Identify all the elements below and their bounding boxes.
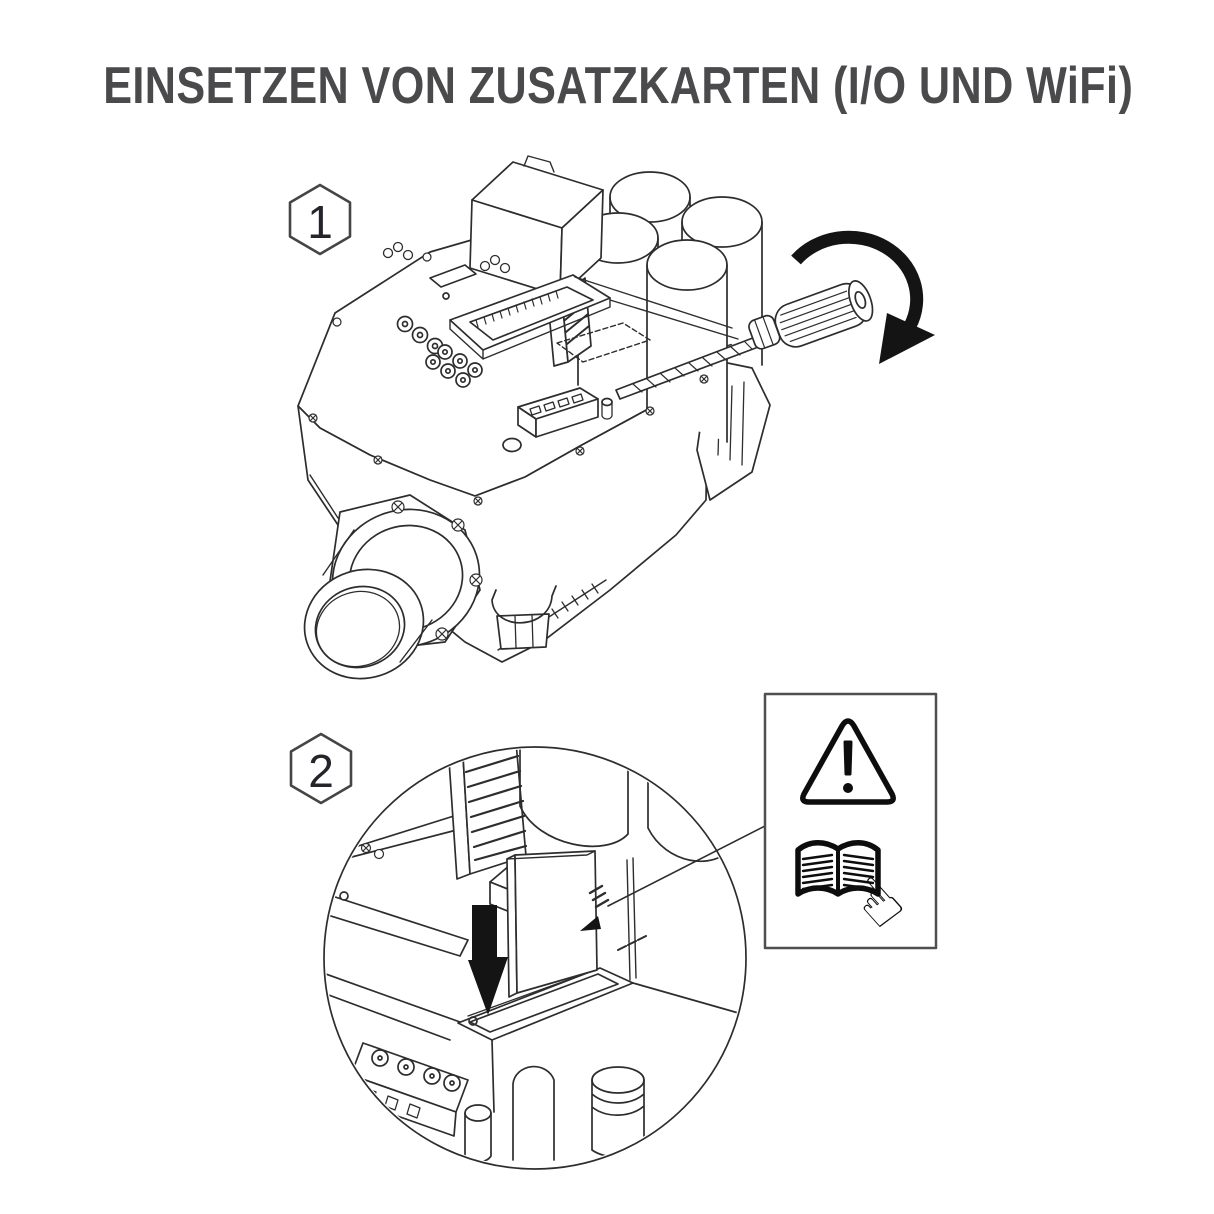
figure-step1-positioner <box>297 155 935 680</box>
screwdriver <box>615 280 874 400</box>
mounting-bracket <box>574 276 739 340</box>
terminal-strip <box>348 1042 469 1137</box>
warning-triangle-icon <box>800 718 896 805</box>
rim-screws <box>308 252 709 506</box>
clockwise-rotation-arrow-icon <box>791 230 935 364</box>
align-arrowhead-icon <box>580 916 601 931</box>
panel-buttons <box>396 264 483 388</box>
magnifier-detail-circle <box>323 746 747 1170</box>
lcd-display <box>449 274 611 360</box>
warning-callout-box: ☝ <box>763 692 938 950</box>
figure-step2-card-insertion: ☝ <box>323 692 938 1170</box>
flange-dome <box>303 494 483 680</box>
step-number: 2 <box>308 744 334 797</box>
hexagon-icon <box>289 732 353 805</box>
top-screws <box>382 241 511 274</box>
step-number: 1 <box>307 195 333 248</box>
leader-line <box>607 825 766 907</box>
insertion-down-arrow-icon <box>468 905 508 1015</box>
hexagon-icon <box>288 183 352 256</box>
terminal-cover-box <box>469 155 604 367</box>
step-2-badge: 2 <box>289 732 353 805</box>
dashed-module-pad <box>556 322 651 363</box>
page-title: EINSETZEN VON ZUSATZKARTEN (I/O UND WiFi… <box>103 57 1134 115</box>
cable-gland <box>491 585 557 650</box>
read-manual-book-icon <box>795 840 881 897</box>
step-1-badge: 1 <box>288 183 352 256</box>
terminal-block <box>502 387 613 453</box>
plugin-card <box>506 850 647 998</box>
